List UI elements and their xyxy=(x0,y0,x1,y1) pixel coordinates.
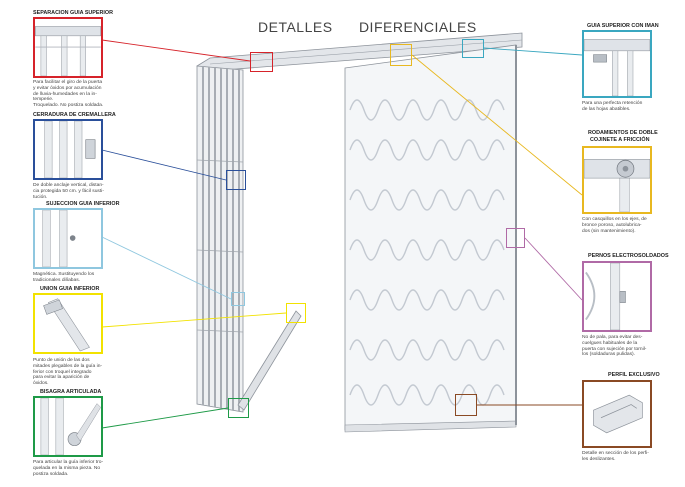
text-line: tución. xyxy=(33,194,48,200)
detail-image-cerradura xyxy=(33,119,103,180)
detail-image-pernos xyxy=(582,261,652,332)
text-line: para evitar la aparición de xyxy=(33,375,90,381)
marker-iman[interactable] xyxy=(462,39,484,58)
text-separacion: Para facilitar el giro de la puerta y ev… xyxy=(33,80,105,109)
text-line: Troquelado. No postiza soldada. xyxy=(33,103,104,109)
text-line: y evitar óxidos por acumulación xyxy=(33,85,102,91)
text-bisagra: Para articular la guía inferior tro- que… xyxy=(33,460,105,477)
text-line: Punto de unión de las dos xyxy=(33,358,90,363)
marker-bisagra[interactable] xyxy=(228,398,249,418)
marker-sujecion[interactable] xyxy=(231,292,245,306)
caption-rodamientos: RODAMIENTOS DE DOBLE xyxy=(588,130,658,136)
text-line: puerta con sujeción por tornil- xyxy=(582,346,647,352)
text-pernos: No de pala, para evitar des- cuelgues ha… xyxy=(582,335,656,358)
caption-bisagra: BISAGRA ARTICULADA xyxy=(40,389,102,395)
left-door-leaf xyxy=(196,65,244,413)
page-title: DETALLES DIFERENCIALES xyxy=(258,19,499,35)
text-line: cia protegida 50 cm. y fácil susti- xyxy=(33,188,104,194)
text-line: Para facilitar el giro de la puerta xyxy=(33,80,103,85)
text-iman: Para una perfecta retención de las hojas… xyxy=(582,101,656,113)
text-sujecion: Magnética. Sustituyendo los tradicionale… xyxy=(33,272,105,284)
text-line: óxidos. xyxy=(33,381,49,387)
marker-union[interactable] xyxy=(286,303,306,323)
text-rodamientos: Con casquillos en los ejes, de bronce po… xyxy=(582,217,656,234)
text-line: quelada en la misma pieza. No xyxy=(33,465,101,471)
text-line: Detalle en sección de los perfi- xyxy=(582,451,649,456)
caption-rodamientos-2: COJINETE A FRICCIÓN xyxy=(590,137,650,143)
detail-image-rodamientos xyxy=(582,146,652,214)
detail-image-bisagra xyxy=(33,396,103,457)
text-line: de las hojas abatibles. xyxy=(582,106,631,112)
text-line: postiza soldada. xyxy=(33,471,69,477)
marker-rodamientos[interactable] xyxy=(390,44,412,66)
caption-iman: GUIA SUPERIOR CON IMAN xyxy=(587,23,659,29)
detail-image-separacion xyxy=(33,17,103,78)
detail-image-union xyxy=(33,293,103,354)
detail-image-iman xyxy=(582,30,652,98)
text-cerradura: De doble anclaje vertical, distan- cia p… xyxy=(33,183,105,200)
detail-image-sujecion xyxy=(33,208,103,269)
marker-pernos[interactable] xyxy=(506,228,525,248)
text-line: mitades plegables de la guía in- xyxy=(33,363,103,369)
text-line: de lluvia-humedades en la in- xyxy=(33,91,97,97)
text-line: Con casquillos en los ejes, de xyxy=(582,217,647,222)
detail-image-perfil xyxy=(582,380,652,448)
caption-union: UNION GUIA INFERIOR xyxy=(40,286,100,292)
text-line: De doble anclaje vertical, distan- xyxy=(33,183,104,188)
text-line: dos (sin mantenimiento). xyxy=(582,228,636,234)
text-perfil: Detalle en sección de los perfi- les des… xyxy=(582,451,656,463)
caption-perfil: PERFIL EXCLUSIVO xyxy=(608,372,660,378)
caption-cerradura: CERRADURA DE CREMALLERA xyxy=(33,112,116,118)
folding-bottom-guide xyxy=(237,310,302,411)
text-line: Magnética. Sustituyendo los xyxy=(33,272,95,277)
text-line: los (soldaduras pulidas). xyxy=(582,352,636,358)
right-lattice-door xyxy=(344,44,517,433)
text-line: Para articular la guía inferior tro- xyxy=(33,460,104,465)
text-line: Para una perfecta retención xyxy=(582,101,643,106)
caption-pernos: PERNOS ELECTROSOLDADOS xyxy=(588,253,669,259)
caption-separacion: SEPARACION GUIA SUPERIOR xyxy=(33,10,113,16)
text-line: temperie. xyxy=(33,97,54,103)
title-word-diferenciales: DIFERENCIALES xyxy=(358,19,477,35)
marker-perfil[interactable] xyxy=(455,394,477,416)
text-line: les deslizantes. xyxy=(582,456,616,462)
text-line: No de pala, para evitar des- xyxy=(582,335,643,340)
text-line: tradicionales dilíabas. xyxy=(33,277,81,283)
text-line: cuelgues habituales de la xyxy=(582,340,638,346)
title-word-detalles: DETALLES xyxy=(258,19,333,35)
text-line: ferior con troquel integrado xyxy=(33,369,92,375)
caption-sujecion: SUJECCION GUIA INFERIOR xyxy=(46,201,120,207)
text-line: bronce poroso, autolubrica- xyxy=(582,222,642,228)
text-union: Punto de unión de las dos mitades plegab… xyxy=(33,358,105,387)
marker-cerradura[interactable] xyxy=(226,170,246,190)
marker-separacion[interactable] xyxy=(250,52,273,72)
